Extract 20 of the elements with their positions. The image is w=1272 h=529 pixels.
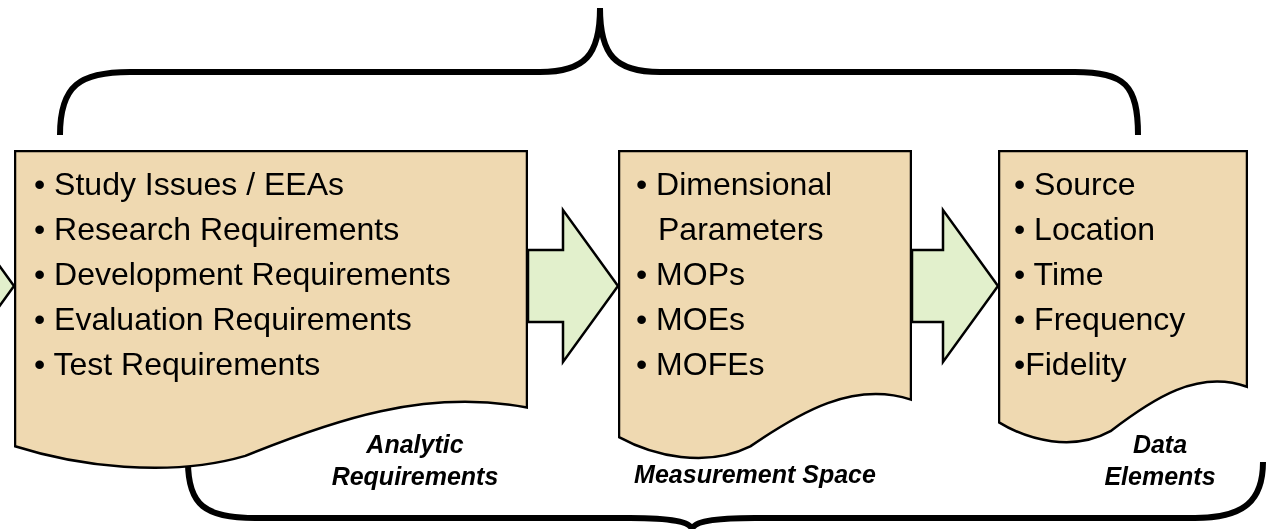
bullet-item: • Test Requirements <box>34 345 322 384</box>
bullet-item: • MOEs <box>636 300 746 339</box>
bullet-item: • Study Issues / EEAs <box>34 165 345 204</box>
bullet-item: • Frequency <box>1014 300 1187 339</box>
node-label: Analytic Requirements <box>330 429 500 492</box>
bullet-item: • MOFEs <box>636 345 766 384</box>
bullet-item: • MOPs <box>636 255 746 294</box>
bullet-item: • Time <box>1014 255 1105 294</box>
bullet-item: •Fidelity <box>1014 345 1128 384</box>
bullet-item: • Evaluation Requirements <box>34 300 413 339</box>
block-arrow <box>526 206 620 366</box>
block-arrow <box>910 206 1000 366</box>
bullet-item: • Location <box>1014 210 1157 249</box>
bullet-item: • Development Requirements <box>34 255 452 294</box>
bullet-item: • Research Requirements <box>34 210 401 249</box>
node-label: Measurement Space <box>633 459 877 490</box>
node-label: Data Elements <box>1103 429 1217 492</box>
bullet-item: • Source <box>1014 165 1137 204</box>
bullet-item: • Dimensional Parameters <box>636 165 834 249</box>
document-shape <box>618 150 912 462</box>
